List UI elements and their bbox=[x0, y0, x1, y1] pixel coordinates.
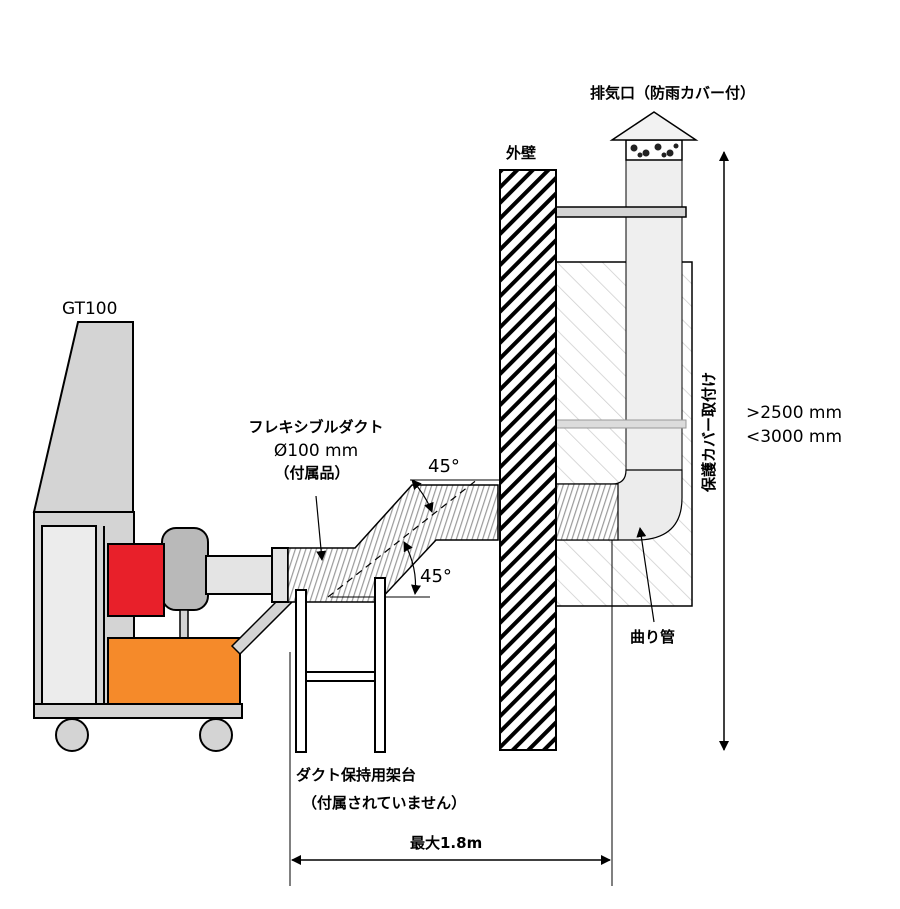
outer-wall bbox=[499, 169, 557, 751]
motor-red-box bbox=[107, 543, 165, 617]
bracket-mid bbox=[555, 419, 687, 429]
rain-cap-roof bbox=[609, 111, 699, 141]
height-max-label: <3000 mm bbox=[746, 427, 842, 447]
angle-arc-lower bbox=[403, 541, 421, 595]
machine-hood bbox=[32, 321, 134, 513]
bracket-top bbox=[555, 206, 687, 218]
duct-note-label: （付属品） bbox=[274, 464, 349, 482]
elbow-label: 曲り管 bbox=[630, 628, 675, 646]
distance-label: 最大1.8m bbox=[410, 834, 482, 852]
angle-arc-upper bbox=[411, 479, 434, 513]
outlet-pipe bbox=[205, 555, 277, 595]
rain-cap-dots bbox=[630, 143, 679, 158]
duct-name-label: フレキシブルダクト bbox=[248, 418, 383, 436]
height-min-label: >2500 mm bbox=[746, 403, 842, 423]
duct-stand bbox=[295, 577, 386, 753]
base-bar bbox=[33, 703, 243, 719]
angle-lower-label: 45° bbox=[420, 566, 452, 587]
exhaust-label: 排気口（防雨カバー付） bbox=[590, 84, 755, 102]
wall-label: 外壁 bbox=[505, 144, 536, 162]
motor-body bbox=[161, 527, 209, 611]
flexible-duct bbox=[287, 484, 499, 603]
cover-label: 保護カバー取付け bbox=[700, 372, 718, 493]
duct-leader bbox=[315, 495, 327, 561]
stand-label: ダクト保持用架台 bbox=[296, 766, 416, 784]
duct-diameter-label: Ø100 mm bbox=[274, 441, 358, 461]
wheel-right bbox=[199, 718, 233, 752]
duct-centerline bbox=[327, 478, 479, 598]
elbow-leader bbox=[636, 527, 655, 623]
gt100-machine bbox=[32, 321, 296, 752]
stand-note-label: （付属されていません） bbox=[302, 794, 466, 812]
wheel-left bbox=[55, 718, 89, 752]
machine-model-label: GT100 bbox=[62, 299, 117, 319]
tank-orange bbox=[107, 637, 241, 705]
angle-upper-label: 45° bbox=[428, 456, 460, 477]
machine-panel bbox=[41, 525, 97, 707]
